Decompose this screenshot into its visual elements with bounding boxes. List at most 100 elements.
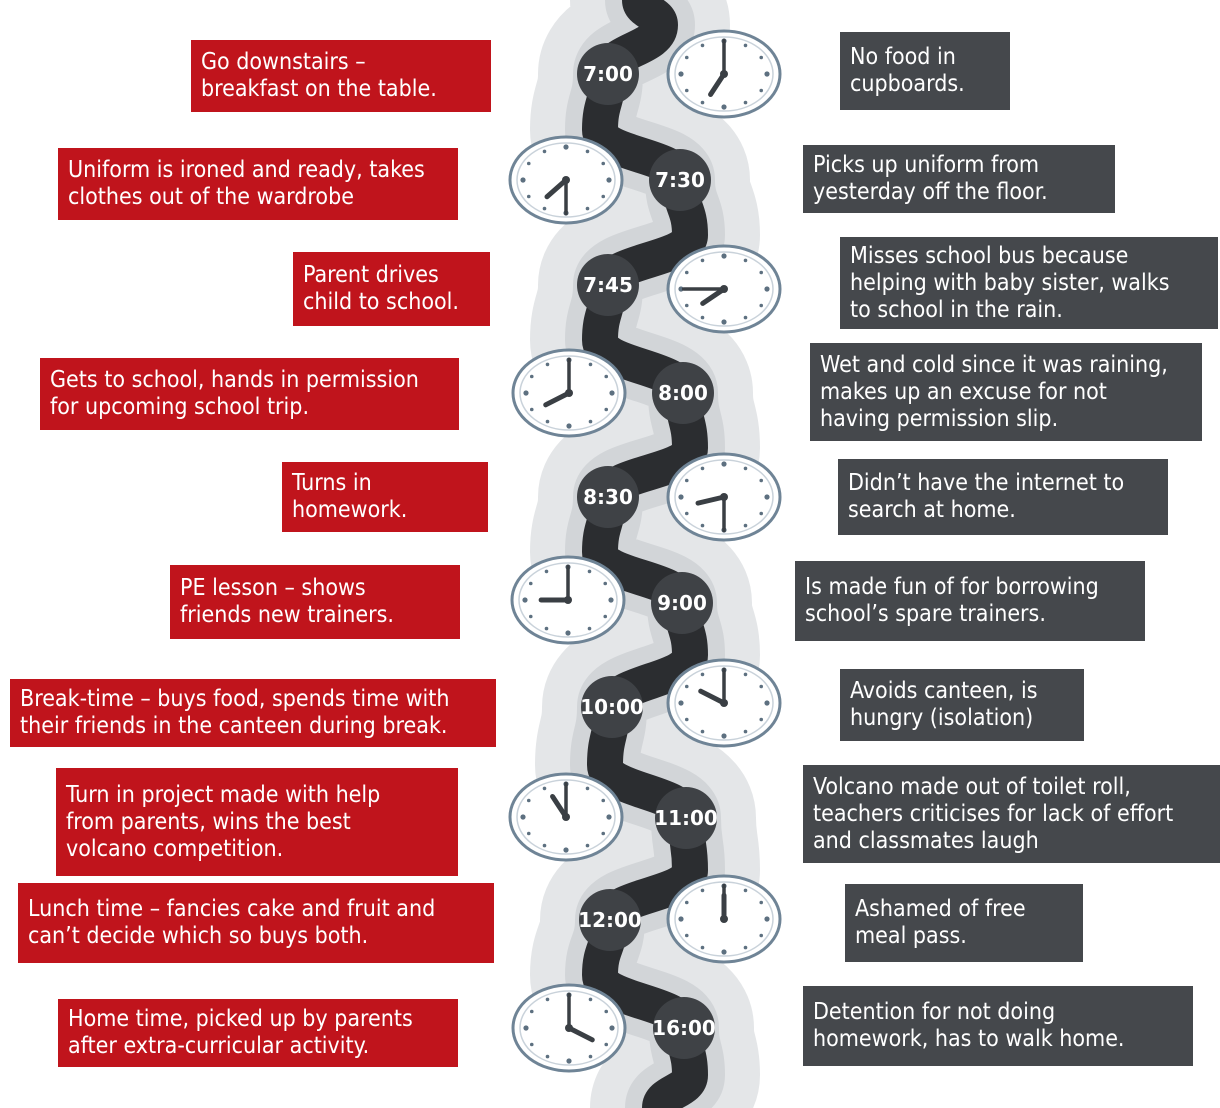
clock-tick [684, 933, 689, 938]
clock-tick [601, 161, 606, 166]
right-box: Is made fun of for borrowing school’s sp… [795, 561, 1145, 641]
left-box-text: Turns in homework. [292, 470, 408, 523]
clock-tick [526, 194, 531, 199]
time-badge: 12:00 [578, 889, 642, 951]
right-box: Detention for not doing homework, has to… [803, 986, 1193, 1066]
clock-tick [684, 88, 689, 93]
clock-tick [542, 149, 547, 154]
right-box-text: Ashamed of free meal pass. [855, 896, 1026, 949]
clock-center [720, 493, 728, 501]
clock-tick [528, 614, 533, 619]
right-box-text: Is made fun of for borrowing school’s sp… [805, 574, 1099, 627]
right-box: Picks up uniform from yesterday off the … [803, 145, 1115, 213]
clock-tick [700, 43, 705, 48]
left-box-text: Gets to school, hands in permission for … [50, 367, 419, 420]
right-box: Ashamed of free meal pass. [845, 884, 1083, 962]
left-box: Break-time – buys food, spends time with… [10, 679, 496, 747]
clock-icon [666, 452, 782, 542]
time-badge: 7:45 [577, 254, 639, 316]
clock-hour-hand [708, 71, 727, 97]
clock-tick [523, 1025, 529, 1031]
clock-tick [585, 786, 590, 791]
clock-center [720, 699, 728, 707]
clock-rim [519, 355, 619, 431]
clock-center [564, 596, 572, 604]
clock-tick [684, 717, 689, 722]
clock-tick [585, 149, 590, 154]
clock-tick [587, 569, 592, 574]
clock-tick [721, 461, 727, 467]
left-box-text: PE lesson – shows friends new trainers. [180, 575, 394, 628]
clock-tick [529, 407, 534, 412]
clock-tick [759, 933, 764, 938]
time-badge: 10:00 [580, 676, 644, 738]
clock-tick [585, 843, 590, 848]
clock-tick [565, 630, 571, 636]
clock-tick [700, 523, 705, 528]
clock-center [565, 389, 573, 397]
clock-icon [666, 29, 782, 119]
clock-tick [608, 597, 614, 603]
right-box-text: Picks up uniform from yesterday off the … [813, 152, 1048, 205]
clock-icon [666, 658, 782, 748]
left-box-text: Go downstairs – breakfast on the table. [201, 49, 437, 102]
clock-tick [520, 177, 526, 183]
clock-tick [759, 55, 764, 60]
clock-tick [545, 362, 550, 367]
clock-tick [684, 303, 689, 308]
clock-tick [759, 270, 764, 275]
clock-tick [759, 900, 764, 905]
left-box-text: Uniform is ironed and ready, takes cloth… [68, 157, 425, 210]
clock-rim [674, 36, 774, 112]
time-badge: 7:00 [577, 43, 639, 105]
clock-tick [684, 900, 689, 905]
clock-tick [743, 945, 748, 950]
clock-tick [684, 511, 689, 516]
clock-tick [606, 814, 612, 820]
clock-tick [700, 258, 705, 263]
clock-tick [566, 423, 572, 429]
left-box-text: Home time, picked up by parents after ex… [68, 1006, 413, 1059]
clock-tick [743, 258, 748, 263]
clock-tick [700, 729, 705, 734]
clock-tick [759, 684, 764, 689]
clock-hour-hand [550, 794, 569, 820]
clock-tick [601, 831, 606, 836]
right-box-text: No food in cupboards. [850, 44, 965, 97]
right-box-text: Detention for not doing homework, has to… [813, 999, 1125, 1052]
clock-tick [764, 916, 770, 922]
clock-tick [678, 286, 684, 292]
left-box: Parent drives child to school. [293, 252, 490, 326]
clock-tick [526, 831, 531, 836]
clock-tick [721, 319, 727, 325]
clock-tick [764, 700, 770, 706]
clock-tick [603, 581, 608, 586]
clock-center [720, 285, 728, 293]
left-box: Go downstairs – breakfast on the table. [191, 40, 491, 112]
time-badge: 11:00 [654, 787, 718, 849]
clock-icon [508, 772, 624, 862]
right-box: Wet and cold since it was raining, makes… [810, 343, 1202, 441]
clock-center [562, 176, 570, 184]
clock-tick [542, 206, 547, 211]
time-badge: 8:30 [577, 466, 639, 528]
clock-tick [529, 1009, 534, 1014]
clock-tick [588, 419, 593, 424]
clock-tick [544, 626, 549, 631]
right-box-text: Wet and cold since it was raining, makes… [820, 351, 1168, 432]
time-badge: 7:30 [649, 149, 711, 211]
clock-tick [606, 177, 612, 183]
clock-tick [678, 700, 684, 706]
clock-tick [528, 581, 533, 586]
time-badge: 8:00 [652, 362, 714, 424]
clock-tick [563, 847, 569, 853]
clock-tick [764, 71, 770, 77]
clock-tick [542, 843, 547, 848]
clock-tick [764, 286, 770, 292]
clock-icon [510, 555, 626, 645]
clock-tick [566, 1058, 572, 1064]
clock-rim [674, 665, 774, 741]
clock-hour-hand [695, 494, 727, 506]
clock-tick [609, 1025, 615, 1031]
right-box: Avoids canteen, is hungry (isolation) [840, 669, 1084, 741]
